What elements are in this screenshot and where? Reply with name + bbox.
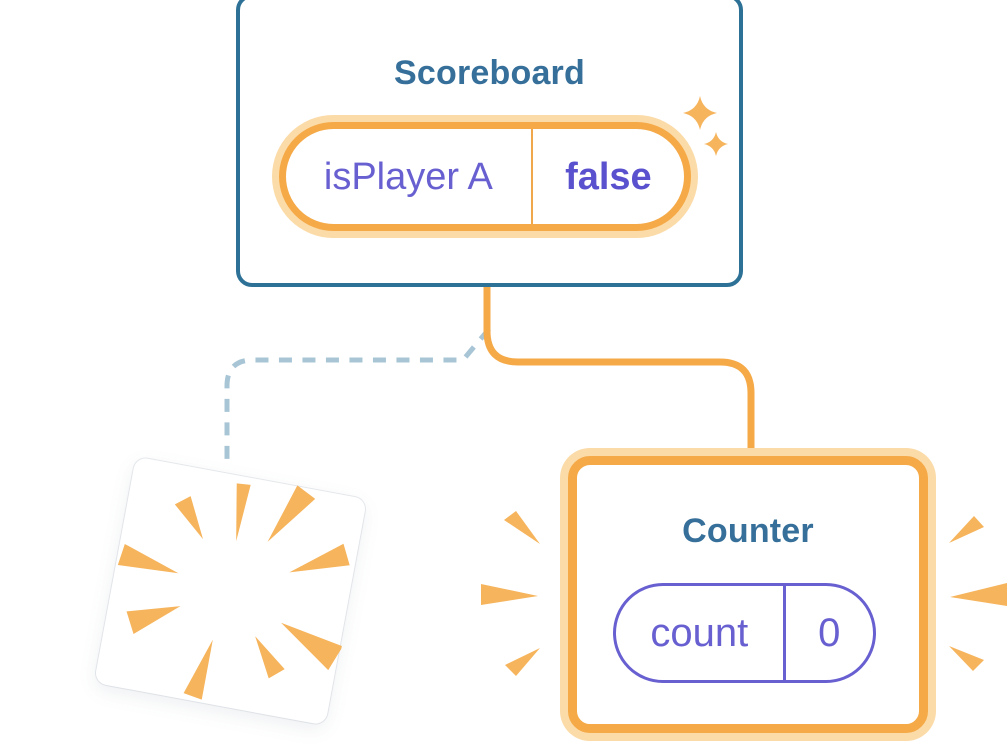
state-value-label: false bbox=[565, 155, 652, 198]
count-key-label: count bbox=[616, 586, 786, 680]
count-value-label: 0 bbox=[818, 611, 841, 655]
emphasis-burst-right-icon bbox=[949, 516, 1007, 671]
state-key-label: isPlayer A bbox=[286, 129, 533, 224]
solid-connector-line bbox=[483, 282, 755, 458]
counter-title: Counter bbox=[682, 512, 814, 550]
poof-burst-icon bbox=[117, 483, 350, 700]
counter-component-card: Counter count 0 bbox=[568, 456, 928, 733]
emphasis-burst-left-icon bbox=[481, 511, 540, 676]
scoreboard-component-card: Scoreboard isPlayer A false bbox=[236, 0, 743, 287]
scoreboard-state-pill: isPlayer A false bbox=[279, 122, 691, 231]
counter-state-pill: count 0 bbox=[613, 583, 876, 683]
scoreboard-title: Scoreboard bbox=[394, 54, 585, 92]
dashed-connector-line bbox=[224, 327, 491, 462]
destroyed-component-card bbox=[94, 456, 367, 726]
